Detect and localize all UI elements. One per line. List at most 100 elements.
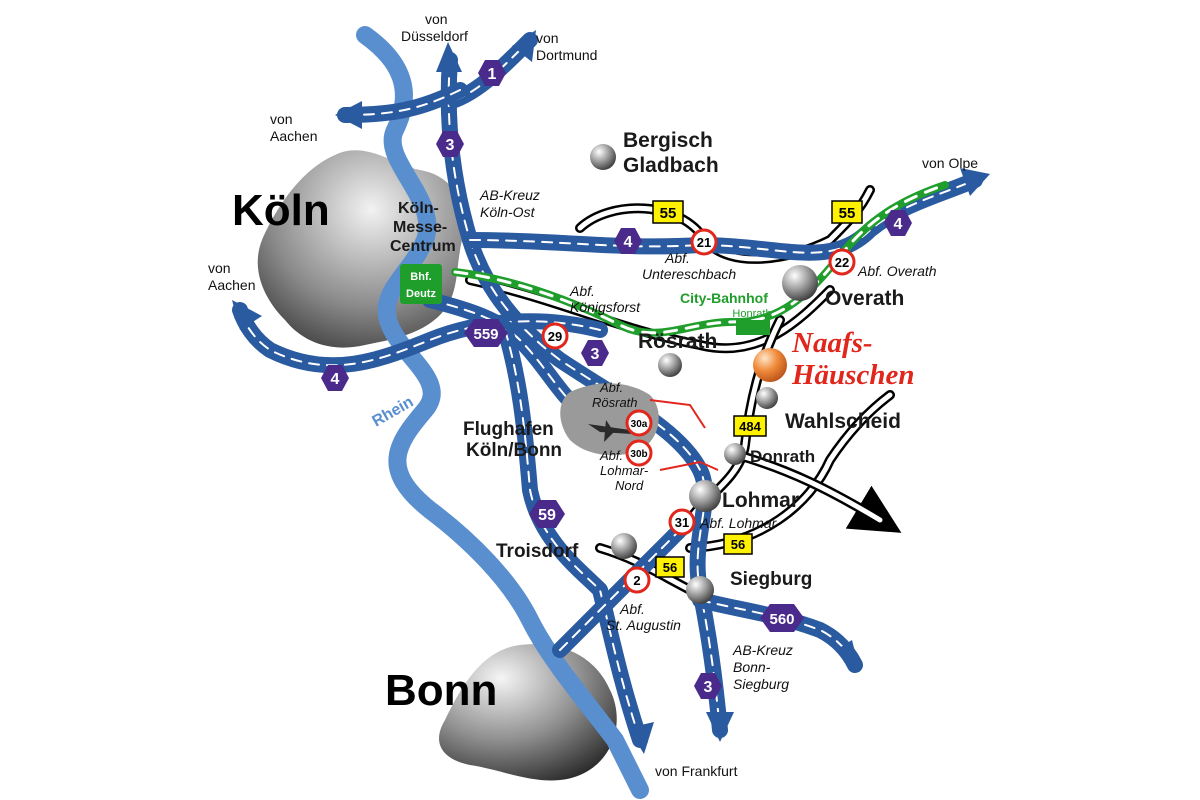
airplane-icon [588,420,640,442]
kreuz-ost-label-1: AB-Kreuz [479,187,540,203]
siegburg-label: Siegburg [730,569,812,590]
lohmar-label: Lohmar [722,489,799,512]
shield-a559-label: 559 [473,326,498,343]
bhf-label: Bhf. [410,271,431,283]
dortmund-label-1: von [536,30,559,46]
exit-21-label: 21 [697,235,711,250]
lohmar-nord-label-1: Abf. [599,448,623,463]
kreuz-bonn-label-3: Siegburg [733,676,789,692]
rhein-river [356,26,649,799]
direction-arrows [232,30,990,754]
city-markers [590,144,818,604]
kreuz-bonn-label-1: AB-Kreuz [732,642,793,658]
exit-29-label: 29 [548,329,562,344]
donrath-label: Donrath [750,447,815,466]
wahlscheid-marker [756,387,778,409]
bonn-label: Bonn [385,666,497,715]
lohmar-nord-label-3: Nord [615,478,644,493]
shield-a4-left: 4 [321,365,349,391]
troisdorf-label: Troisdorf [496,541,579,562]
st-augustin-label-1: Abf. [619,601,645,617]
shield-a1: 1 [478,60,506,86]
destination-label-1: Naafs- [791,327,873,359]
aachen-left-label-1: von [208,260,231,276]
bergisch-gladbach-marker [590,144,616,170]
messe-label-3: Centrum [390,238,456,255]
b56-left: 56 [655,556,685,578]
shield-a3-top-label: 3 [446,137,455,154]
exit-30a-label: 30a [631,419,648,430]
untereschbach-label-1: Abf. [664,250,690,266]
messe-label-2: Messe- [393,219,447,236]
shield-a3-bottom: 3 [694,673,722,699]
bahnhof-deutz-badge: Bhf. Deutz [400,264,442,304]
exit-21: 21 [690,228,718,256]
st-augustin-label-2: St. Augustin [606,617,681,633]
roesrath-exit-label-1: Abf. [599,380,623,395]
lohmar-marker [689,480,721,512]
b55-left: 55 [652,200,684,224]
duesseldorf-label-2: Düsseldorf [401,28,468,44]
koenigsforst-label-2: Königsforst [570,299,641,315]
shield-a1-label: 1 [488,66,497,83]
kreuz-bonn-label-2: Bonn- [733,659,771,675]
aachen-top-label-2: Aachen [270,128,317,144]
arrow-north-a3 [436,42,462,72]
arrow-aachen-top [335,101,362,129]
exit-22: 22 [828,248,856,276]
arrow-dortmund [512,30,536,62]
b56-left-label: 56 [663,560,677,575]
arrow-a560 [836,640,860,672]
olpe-label: von Olpe [922,155,978,171]
shield-a59: 59 [529,500,565,528]
b484: 484 [733,415,767,437]
roesrath-marker [658,353,682,377]
airport [560,383,659,456]
roesrath-exit-label-2: Rösrath [592,395,638,410]
bergisch-label-2: Gladbach [623,154,719,177]
arrow-aachen-left [232,300,262,330]
honrath-label: Honrath [732,308,771,320]
exit-30b-label: 30b [630,449,647,460]
troisdorf-marker [611,533,637,559]
kreuz-ost-label-2: Köln-Ost [480,204,536,220]
autobahn-shields: 1 3 4 4 4 559 3 59 [321,60,912,699]
shield-a4-right: 4 [884,210,912,236]
naafs-haeuschen-marker [753,348,787,382]
shield-a560: 560 [760,604,804,632]
wahlscheid-label: Wahlscheid [785,410,901,433]
frankfurt-label: von Frankfurt [655,763,738,779]
shield-a3-top: 3 [436,131,464,157]
shield-a4-left-label: 4 [331,371,340,388]
exit-22-label: 22 [835,255,849,270]
bundesstrasse-signs: 55 55 484 56 56 [652,200,863,578]
exit-2: 2 [623,566,651,594]
flughafen-label-2: Köln/Bonn [466,440,562,461]
exit-markers: 21 22 29 30a 30b 31 2 [541,228,856,594]
dortmund-label-2: Dortmund [536,47,597,63]
shield-a559: 559 [464,319,508,347]
siegburg-marker [686,576,714,604]
untereschbach-label-2: Untereschbach [642,266,736,282]
destination-label-2: Häuschen [791,359,914,391]
exit-29: 29 [541,322,569,350]
exit-30b: 30b [625,439,653,467]
exit-30a: 30a [625,409,653,437]
arrow-frankfurt [628,722,654,754]
overath-label: Overath [825,287,904,310]
exit-31: 31 [668,508,696,536]
city-bahnhof-label: City-Bahnhof [680,290,768,306]
shield-a3-bottom-label: 3 [704,679,713,696]
lohmar-nord-label-2: Lohmar- [600,463,649,478]
exit-31-label: 31 [675,515,689,530]
bergisch-label-1: Bergisch [623,129,713,152]
overath-marker [782,265,818,301]
shield-a3-mid-label: 3 [591,346,600,363]
lohmar-exit-label: Abf. Lohmar [699,515,778,531]
shield-a4-mid-label: 4 [624,234,633,251]
overath-exit-label: Abf. Overath [857,263,937,279]
roesrath-label: Rösrath [638,330,717,353]
exit-2-label: 2 [633,573,640,588]
shield-a4-mid: 4 [614,228,642,254]
